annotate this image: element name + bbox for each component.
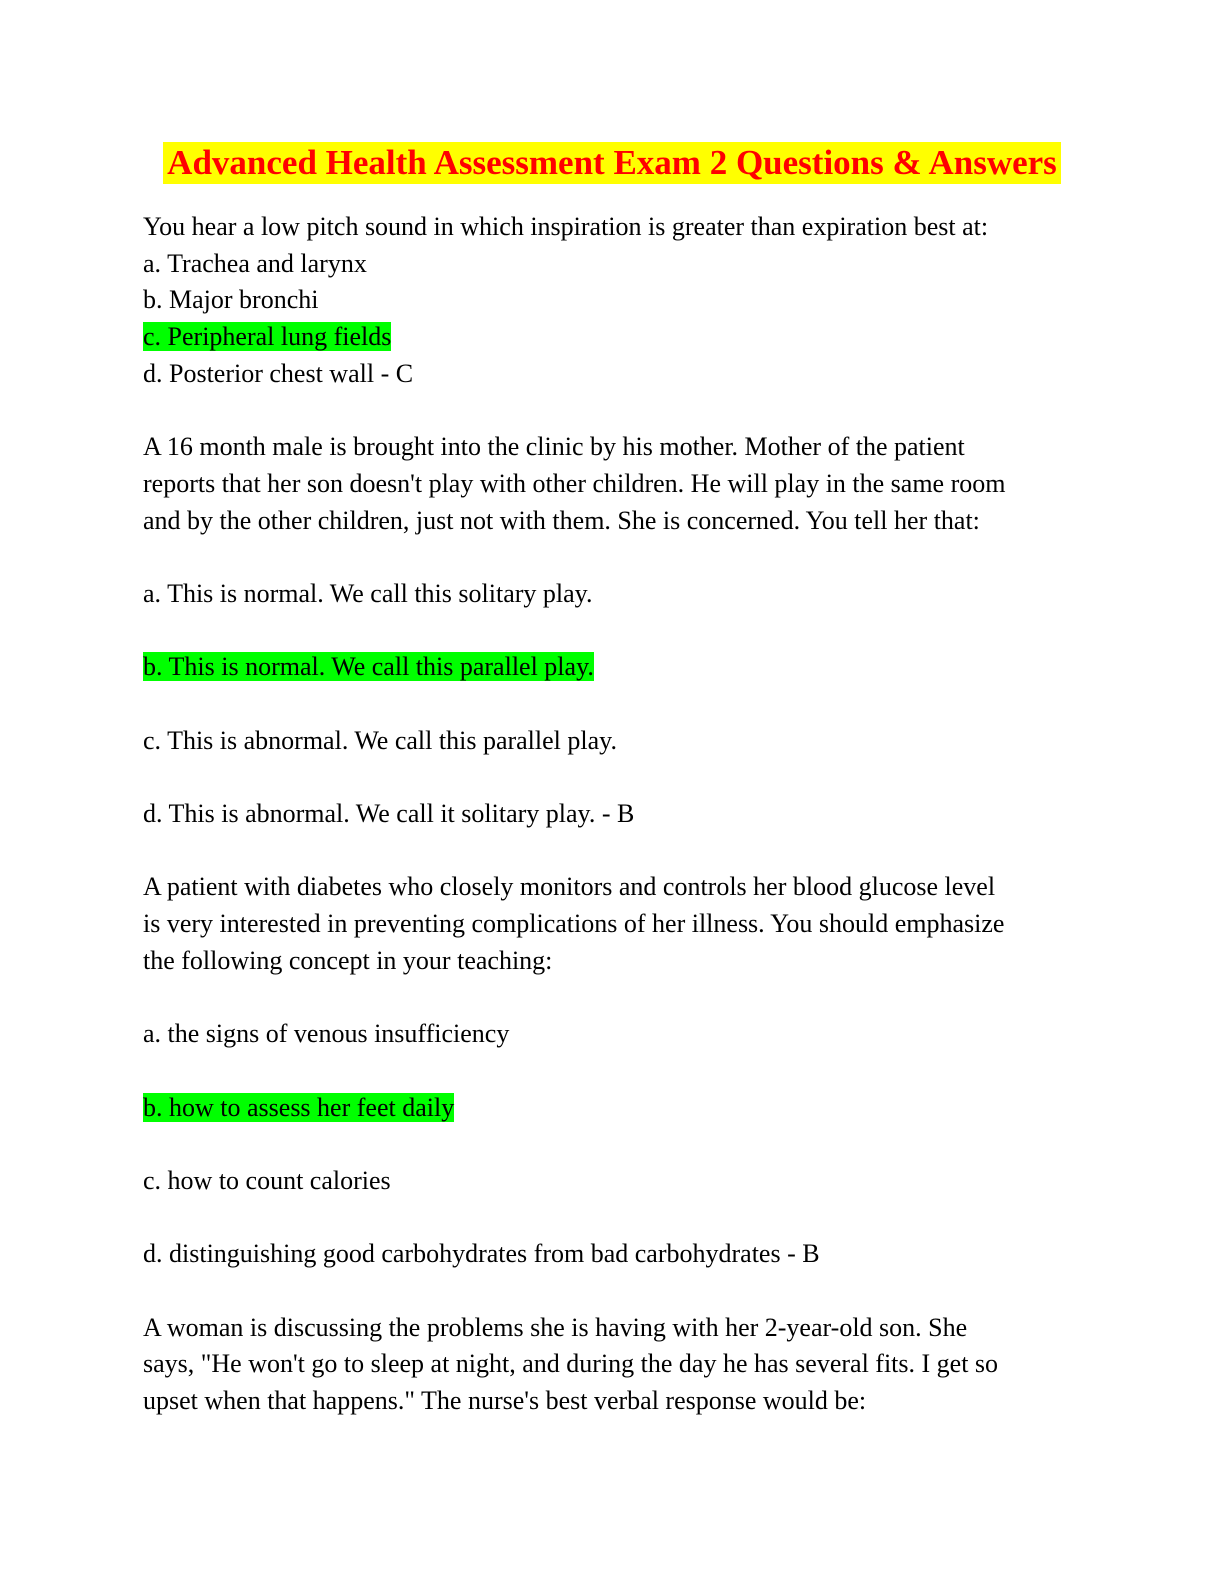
question-stem-line: A patient with diabetes who closely moni… xyxy=(143,872,996,902)
spacer xyxy=(143,539,1103,576)
option-text: d. This is abnormal. We call it solitary… xyxy=(143,799,635,828)
question-stem-line: the following concept in your teaching: xyxy=(143,945,553,975)
document-body: You hear a low pitch sound in which insp… xyxy=(143,209,1103,1420)
spacer xyxy=(143,613,1103,650)
option-text: a. the signs of venous insufficiency xyxy=(143,1019,510,1049)
spacer xyxy=(143,759,1103,796)
option-text: a. This is normal. We call this solitary… xyxy=(143,578,593,608)
spacer xyxy=(143,1126,1103,1163)
answer-option: b. Major bronchi xyxy=(143,282,1103,319)
question-stem-line: is very interested in preventing complic… xyxy=(143,909,1005,939)
question-stem-line: says, "He won't go to sleep at night, an… xyxy=(143,1349,999,1379)
option-text: b. how to assess her feet daily xyxy=(143,1092,455,1122)
question-2: A 16 month male is brought into the clin… xyxy=(143,429,1103,833)
answer-option: c. how to count calories xyxy=(143,1163,1103,1200)
option-text: d. Posterior chest wall - C xyxy=(143,358,414,388)
question-1: You hear a low pitch sound in which insp… xyxy=(143,209,1103,392)
option-text: b. Major bronchi xyxy=(143,285,319,315)
question-stem-line: upset when that happens." The nurse's be… xyxy=(143,1386,867,1415)
question-stem-line: A 16 month male is brought into the clin… xyxy=(143,432,965,462)
spacer xyxy=(143,1053,1103,1090)
answer-option: d. This is abnormal. We call it solitary… xyxy=(143,796,1103,833)
spacer xyxy=(143,392,1103,429)
answer-option: a. the signs of venous insufficiency xyxy=(143,1016,1103,1053)
spacer xyxy=(143,1273,1103,1310)
question-stem-line: reports that her son doesn't play with o… xyxy=(143,468,1006,498)
title-container: Advanced Health Assessment Exam 2 Questi… xyxy=(0,142,1224,184)
spacer xyxy=(143,1200,1103,1237)
answer-option-correct: b. how to assess her feet daily xyxy=(143,1090,1103,1127)
answer-option-correct: c. Peripheral lung fields xyxy=(143,319,1103,356)
option-text: b. This is normal. We call this parallel… xyxy=(143,652,594,682)
option-text: c. how to count calories xyxy=(143,1165,391,1195)
question-stem-line: You hear a low pitch sound in which insp… xyxy=(143,212,989,241)
spacer xyxy=(143,833,1103,870)
question-3: A patient with diabetes who closely moni… xyxy=(143,869,1103,1273)
answer-option: c. This is abnormal. We call this parall… xyxy=(143,723,1103,760)
answer-option: d. distinguishing good carbohydrates fro… xyxy=(143,1236,1103,1273)
question-stem-line: A woman is discussing the problems she i… xyxy=(143,1312,968,1342)
answer-option-correct: b. This is normal. We call this parallel… xyxy=(143,649,1103,686)
question-stem-line: and by the other children, just not with… xyxy=(143,505,980,535)
option-text: a. Trachea and larynx xyxy=(143,248,367,278)
answer-option: a. This is normal. We call this solitary… xyxy=(143,576,1103,613)
document-title: Advanced Health Assessment Exam 2 Questi… xyxy=(163,142,1061,184)
option-text: c. This is abnormal. We call this parall… xyxy=(143,725,617,755)
question-4: A woman is discussing the problems she i… xyxy=(143,1310,1103,1420)
spacer xyxy=(143,979,1103,1016)
option-text: d. distinguishing good carbohydrates fro… xyxy=(143,1239,820,1269)
option-text: c. Peripheral lung fields xyxy=(143,322,392,352)
answer-option: d. Posterior chest wall - C xyxy=(143,356,1103,393)
spacer xyxy=(143,686,1103,723)
answer-option: a. Trachea and larynx xyxy=(143,246,1103,283)
